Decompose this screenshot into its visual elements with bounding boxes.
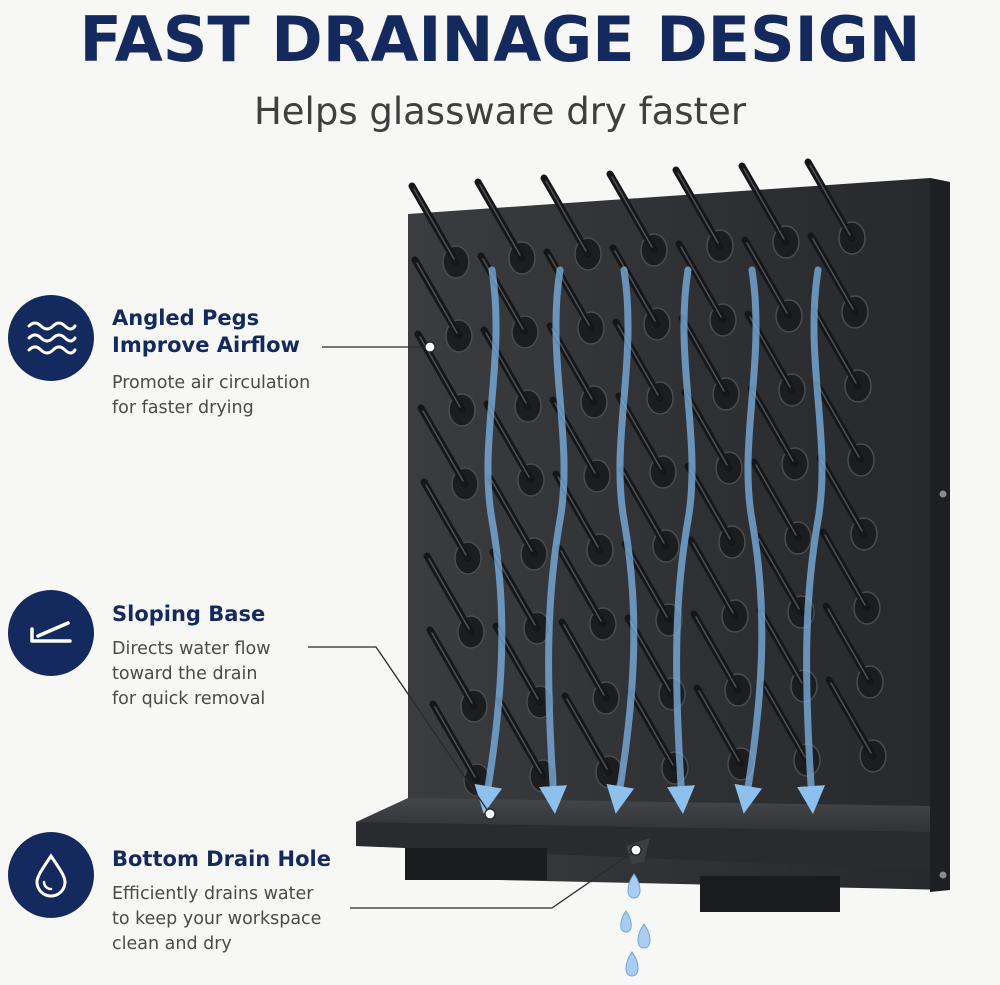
- peg-highlight: [746, 242, 788, 314]
- peg-highlight: [611, 176, 653, 248]
- feature-description: Directs water flow toward the drain for …: [112, 639, 271, 709]
- peg-highlight: [560, 550, 602, 622]
- water-flow-arrow: [539, 266, 568, 814]
- peg-highlight: [422, 410, 464, 482]
- rack-foot: [405, 848, 547, 880]
- peg-highlight: [818, 386, 860, 458]
- water-drop: [627, 873, 641, 899]
- peg-highlight: [623, 472, 665, 544]
- feature-badge: [8, 295, 94, 381]
- peg-highlight: [488, 406, 530, 478]
- peg-highlight: [815, 312, 857, 384]
- peg-highlight: [764, 686, 806, 758]
- peg-highlight: [434, 706, 476, 778]
- feature-badge: [8, 832, 94, 918]
- peg-highlight: [752, 390, 794, 462]
- peg-highlight: [626, 546, 668, 618]
- feature-description: Efficiently drains water to keep your wo…: [112, 884, 322, 954]
- peg-highlight: [755, 464, 797, 536]
- leader-dot: [424, 341, 436, 353]
- peg-highlight: [563, 624, 605, 696]
- peg-highlight: [698, 690, 740, 762]
- peg-highlight: [548, 254, 590, 326]
- peg-highlight: [428, 558, 470, 630]
- peg-highlight: [812, 238, 854, 310]
- leader-lines: [308, 341, 642, 909]
- peg-highlight: [677, 172, 719, 244]
- peg-highlight: [695, 616, 737, 688]
- airflow-icon: [27, 321, 77, 355]
- feature-description: Promote air circulation for faster dryin…: [112, 373, 311, 418]
- peg-highlight: [614, 250, 656, 322]
- peg-highlight: [827, 608, 869, 680]
- sloping-base-icon: [30, 621, 72, 643]
- leader-dot: [630, 844, 642, 856]
- water-drop: [637, 923, 651, 949]
- water-drop: [625, 951, 639, 977]
- rack-foot: [700, 876, 840, 912]
- leader-line: [350, 849, 637, 909]
- feature-badge: [8, 590, 94, 676]
- peg-highlight: [416, 262, 458, 334]
- peg-highlight: [692, 542, 734, 614]
- screw-icon: [939, 490, 947, 498]
- feature-title: Angled Pegs Improve Airflow: [112, 306, 300, 357]
- drip-tray: [356, 798, 930, 912]
- peg-highlight: [413, 188, 455, 260]
- peg-highlight: [491, 480, 533, 552]
- peg-highlight: [758, 538, 800, 610]
- peg-highlight: [689, 468, 731, 540]
- peg-highlight: [620, 398, 662, 470]
- peg-highlight: [632, 694, 674, 766]
- peg-highlight: [683, 320, 725, 392]
- peg-highlight: [824, 534, 866, 606]
- peg-highlight: [545, 180, 587, 252]
- water-flow-arrow: [667, 266, 696, 814]
- feature-title: Sloping Base: [112, 602, 266, 626]
- peg-highlight: [479, 184, 521, 256]
- water-flow-arrow: [797, 266, 826, 814]
- peg-highlight: [431, 632, 473, 704]
- page-title: FAST DRAINAGE DESIGN: [79, 3, 921, 76]
- peg-highlight: [686, 394, 728, 466]
- peg-highlight: [743, 168, 785, 240]
- peg-highlight: [566, 698, 608, 770]
- water-drop: [620, 910, 632, 933]
- rack-side-edge: [930, 178, 950, 892]
- feature-bottom-drain: Bottom Drain Hole Efficiently drains wat…: [0, 832, 360, 962]
- water-flow-arrow: [474, 266, 506, 814]
- drain-drops: [620, 873, 651, 977]
- page-subtitle: Helps glassware dry faster: [253, 90, 747, 133]
- screw-icon: [939, 871, 947, 879]
- peg-highlight: [425, 484, 467, 556]
- leader-line: [308, 646, 491, 815]
- leader-dot: [484, 808, 496, 820]
- peg-highlight: [761, 612, 803, 684]
- peg-highlight: [680, 246, 722, 318]
- peg-highlight: [500, 702, 542, 774]
- peg-highlight: [821, 460, 863, 532]
- water-flow-arrows: [474, 266, 826, 814]
- water-flow-arrow: [734, 266, 766, 814]
- feature-title: Bottom Drain Hole: [112, 847, 331, 871]
- peg-highlight: [830, 682, 872, 754]
- peg-highlight: [809, 164, 851, 236]
- water-flow-arrow: [606, 266, 638, 814]
- water-drop-icon: [35, 853, 67, 898]
- feature-sloping-base: Sloping Base Directs water flow toward t…: [0, 590, 360, 720]
- feature-angled-pegs: Angled Pegs Improve Airflow Promote air …: [0, 290, 360, 430]
